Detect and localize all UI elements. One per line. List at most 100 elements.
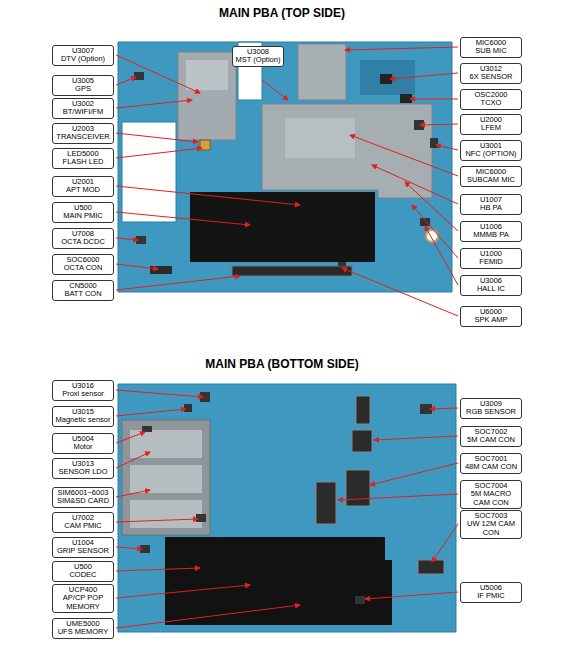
- callout-box: SIM6001~6003SIM&SD CARD: [52, 487, 114, 508]
- part-name: TCXO: [463, 99, 519, 107]
- part-name: 48M CAM CON: [463, 463, 519, 471]
- leader-line: [410, 99, 458, 100]
- leader-line: [116, 519, 198, 522]
- shield: [285, 118, 355, 158]
- part-name: FLASH LED: [55, 158, 111, 166]
- part-number: SOC7004: [463, 482, 519, 490]
- part-number: U1004: [55, 539, 111, 547]
- leader-line: [116, 452, 150, 468]
- callout-box: U3016Proxi sensor: [52, 380, 114, 401]
- part-number: U2000: [463, 116, 519, 124]
- leader-line: [436, 145, 458, 150]
- connector: [356, 396, 370, 424]
- callout-box: U2001APT MOD: [52, 176, 114, 197]
- callout-box: SOC70045M MACRO CAM CON: [460, 480, 522, 509]
- callout-box: U2003TRANSCEIVER: [52, 123, 114, 144]
- leader-line: [116, 547, 142, 549]
- part-name: 5M MACRO CAM CON: [463, 490, 519, 507]
- callout-box: U3007DTV (Option): [52, 45, 114, 66]
- part-name: GRIP SENSOR: [55, 547, 111, 555]
- part-name: OCTA CON: [55, 264, 111, 272]
- connector: [150, 266, 172, 274]
- callout-box: U3006HALL IC: [460, 275, 522, 296]
- leader-lines: [116, 47, 458, 628]
- callout-box: CN5000BATT CON: [52, 280, 114, 301]
- callout-box: U3015Magnetic sensor: [52, 406, 114, 427]
- part-name: SENSOR LDO: [55, 468, 111, 476]
- leader-line: [262, 80, 288, 100]
- battery-connector: [232, 266, 352, 276]
- part-name: CODEC: [55, 571, 111, 579]
- callout-box: U1004GRIP SENSOR: [52, 537, 114, 558]
- part-name: APT MOD: [55, 186, 111, 194]
- callout-box: U7002CAM PMIC: [52, 512, 114, 533]
- leader-line: [116, 100, 192, 108]
- part-name: UFS MEMORY: [55, 628, 111, 636]
- callout-box: U3005GPS: [52, 75, 114, 96]
- part-number: U3007: [55, 47, 111, 55]
- component: [420, 218, 430, 226]
- leader-line: [374, 436, 458, 440]
- part-name: BATT CON: [55, 290, 111, 298]
- part-name: SPK AMP: [463, 316, 519, 324]
- part-number: MIC6000: [463, 168, 519, 176]
- part-number: LED5000: [55, 150, 111, 158]
- part-number: U5006: [463, 584, 519, 592]
- part-name: Proxi sensor: [55, 390, 111, 398]
- callout-box: LED5000FLASH LED: [52, 148, 114, 169]
- leader-line: [390, 73, 458, 79]
- part-name: AP/CP POP MEMORY: [55, 594, 111, 611]
- callout-box: U3008MST (Option): [232, 46, 284, 67]
- part-number: SOC7002: [463, 428, 519, 436]
- connector: [352, 430, 372, 452]
- part-name: TRANSCEIVER: [55, 133, 111, 141]
- leader-line: [420, 124, 458, 125]
- connector: [346, 470, 370, 506]
- part-number: U1006: [463, 223, 519, 231]
- part-name: MAIN PMIC: [55, 212, 111, 220]
- leader-line: [116, 432, 145, 443]
- part-number: OSC2000: [463, 91, 519, 99]
- shield: [165, 537, 392, 625]
- component: [184, 404, 192, 412]
- part-number: SIM6001~6003: [55, 489, 111, 497]
- part-number: U500: [55, 563, 111, 571]
- leader-line: [116, 133, 198, 142]
- callout-box: U1007HB PA: [460, 194, 522, 215]
- part-number: U500: [55, 204, 111, 212]
- leader-line: [425, 226, 458, 285]
- part-number: U3002: [55, 100, 111, 108]
- section-heading: MAIN PBA (BOTTOM SIDE): [0, 357, 564, 371]
- leader-line: [370, 463, 458, 485]
- callout-box: U2000LFEM: [460, 114, 522, 135]
- leader-line: [116, 490, 150, 497]
- leader-line: [116, 568, 200, 571]
- part-number: UCP400: [55, 586, 111, 594]
- part-number: U3005: [55, 77, 111, 85]
- part-number: U6000: [463, 308, 519, 316]
- leader-line: [338, 494, 458, 500]
- part-name: HALL IC: [463, 285, 519, 293]
- callout-box: SOC6000OCTA CON: [52, 254, 114, 275]
- part-name: BT/WIFI/FM: [55, 108, 111, 116]
- callout-box: MIC6000SUB MIC: [460, 37, 522, 58]
- part-number: U3016: [55, 382, 111, 390]
- leader-line: [372, 165, 458, 204]
- part-name: 5M CAM CON: [463, 436, 519, 444]
- callout-box: U5006IF PMIC: [460, 582, 522, 603]
- part-number: U3006: [463, 277, 519, 285]
- part-number: U2003: [55, 125, 111, 133]
- part-number: SOC7003: [463, 512, 519, 520]
- callout-box: MIC6000SUBCAM MIC: [460, 166, 522, 187]
- callout-box: OSC2000TCXO: [460, 89, 522, 110]
- part-number: UME5000: [55, 620, 111, 628]
- leader-line: [116, 238, 138, 240]
- part-name: SUBCAM MIC: [463, 176, 519, 184]
- part-number: U3012: [463, 65, 519, 73]
- callout-box: SOC700148M CAM CON: [460, 453, 522, 474]
- part-name: NFC (OPTION): [463, 150, 519, 158]
- part-number: U3013: [55, 460, 111, 468]
- page-title: MAIN PBA (TOP SIDE): [0, 6, 564, 20]
- leader-line: [116, 186, 300, 205]
